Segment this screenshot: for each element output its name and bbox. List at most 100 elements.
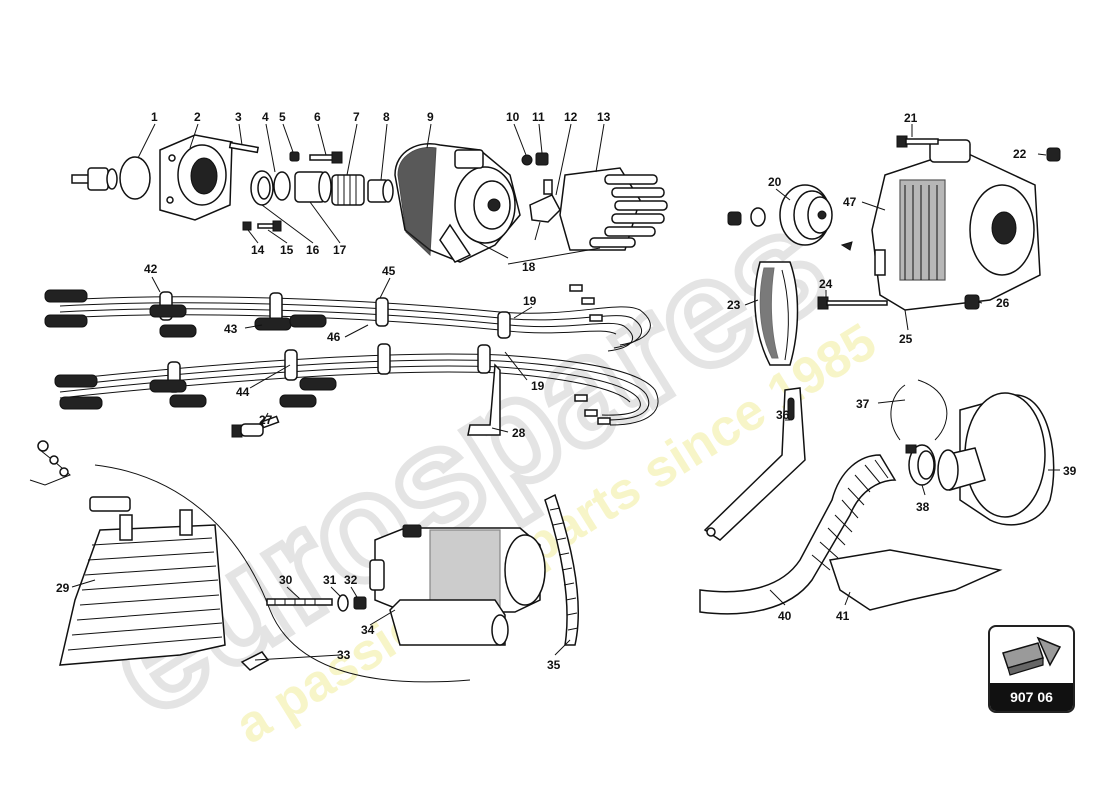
callout-21: 21 — [904, 111, 918, 125]
leader-lines — [71, 123, 1060, 661]
battery-cable — [94, 464, 471, 683]
callout-32: 32 — [344, 573, 358, 587]
part-8-collar — [367, 179, 394, 203]
part-26-nut — [964, 294, 980, 310]
part-nut — [727, 211, 742, 226]
part-31-washer — [337, 594, 349, 612]
callout-13: 13 — [597, 110, 611, 124]
part-27-plug — [231, 415, 280, 438]
part-41-shield — [829, 549, 1003, 611]
part-2-flange-housing — [159, 134, 233, 221]
callout-22: 22 — [1013, 147, 1027, 161]
callout-46: 46 — [327, 330, 341, 344]
callout-30: 30 — [279, 573, 293, 587]
wire-terminals — [569, 284, 611, 425]
callout-3: 3 — [235, 110, 242, 124]
callout-10: 10 — [506, 110, 520, 124]
part-36-bracket — [703, 387, 806, 541]
part-17-bushing — [294, 171, 332, 203]
callout-8: 8 — [383, 110, 390, 124]
part-24-bolt — [817, 296, 888, 310]
callout-29: 29 — [56, 581, 70, 595]
part-22-nut — [1046, 147, 1061, 162]
callout-43: 43 — [224, 322, 238, 336]
callout-41: 41 — [836, 609, 850, 623]
callout-26: 26 — [996, 296, 1010, 310]
part-40-flex-hose — [699, 454, 897, 615]
part-29-heat-shield — [59, 509, 226, 666]
callout-38: 38 — [916, 500, 930, 514]
part-35-ground-strap — [544, 493, 579, 646]
part-32-nut — [353, 596, 367, 610]
part-13-distributor-cap — [559, 167, 668, 251]
part-6-screw — [309, 151, 343, 164]
part-3-stud — [228, 141, 260, 154]
part-30-stud — [266, 598, 333, 606]
callout-27: 27 — [259, 413, 273, 427]
watermark-brand: eurospares — [78, 176, 853, 747]
part-20-pulley — [779, 184, 833, 246]
part-key — [840, 241, 853, 251]
callout-40: 40 — [778, 609, 792, 623]
callout-6: 6 — [314, 110, 321, 124]
callout-37: 37 — [856, 397, 870, 411]
callout-14: 14 — [251, 243, 265, 257]
part-37-clamp-ring — [917, 379, 948, 441]
alternator-group — [727, 135, 1061, 366]
callout-7: 7 — [353, 110, 360, 124]
part-23-v-belt — [754, 261, 799, 366]
part-5-nut — [289, 151, 300, 162]
wire-clip — [377, 343, 391, 375]
callout-45: 45 — [382, 264, 396, 278]
callout-15: 15 — [280, 243, 294, 257]
callout-47: 47 — [843, 195, 857, 209]
wire-clip — [269, 292, 283, 322]
callout-19-lower: 19 — [531, 379, 545, 393]
callout-11: 11 — [532, 110, 545, 124]
part-14-washer — [242, 221, 252, 231]
part-28-bracket — [467, 363, 501, 436]
callout-2: 2 — [194, 110, 201, 124]
part-15-screw — [257, 220, 282, 232]
callout-44: 44 — [236, 385, 250, 399]
wire-clip — [284, 349, 298, 381]
callout-25: 25 — [899, 332, 913, 346]
callout-36: 36 — [776, 408, 790, 422]
callout-33: 33 — [337, 648, 351, 662]
callout-12: 12 — [564, 110, 578, 124]
callout-39: 39 — [1063, 464, 1077, 478]
callout-34: 34 — [361, 623, 375, 637]
callout-42: 42 — [144, 262, 158, 276]
callout-20: 20 — [768, 175, 782, 189]
page-reference-box[interactable]: 907 06 — [988, 625, 1075, 713]
wire-clip — [497, 311, 511, 339]
part-1-fitting — [71, 167, 118, 191]
part-1-o-ring — [119, 156, 151, 200]
part-lock-washer — [750, 207, 766, 227]
part-7-drive-gear — [331, 174, 365, 206]
distributor-group — [71, 134, 668, 263]
part-38-hose-clamp — [905, 444, 936, 486]
callout-4: 4 — [262, 110, 269, 124]
callout-16: 16 — [306, 243, 320, 257]
wire-clip — [477, 344, 491, 374]
arrow-icon — [1002, 636, 1062, 676]
part-33-lug — [240, 651, 270, 671]
part-12-rotor — [529, 179, 561, 241]
callout-1: 1 — [151, 110, 158, 124]
callout-9: 9 — [427, 110, 434, 124]
callout-31: 31 — [323, 573, 337, 587]
callout-35: 35 — [547, 658, 561, 672]
callout-17: 17 — [333, 243, 347, 257]
callout-19-upper: 19 — [523, 294, 537, 308]
part-4-ring — [273, 171, 291, 201]
part-10-washer — [521, 154, 533, 166]
part-11-nut — [535, 152, 549, 166]
part-21-bolt — [896, 135, 939, 148]
page-reference-number: 907 06 — [990, 683, 1073, 711]
part-9-distributor-body — [394, 143, 521, 263]
callout-28: 28 — [512, 426, 526, 440]
terminal-block — [89, 496, 131, 512]
ignition-wire-harness — [44, 284, 659, 438]
callout-23: 23 — [727, 298, 741, 312]
